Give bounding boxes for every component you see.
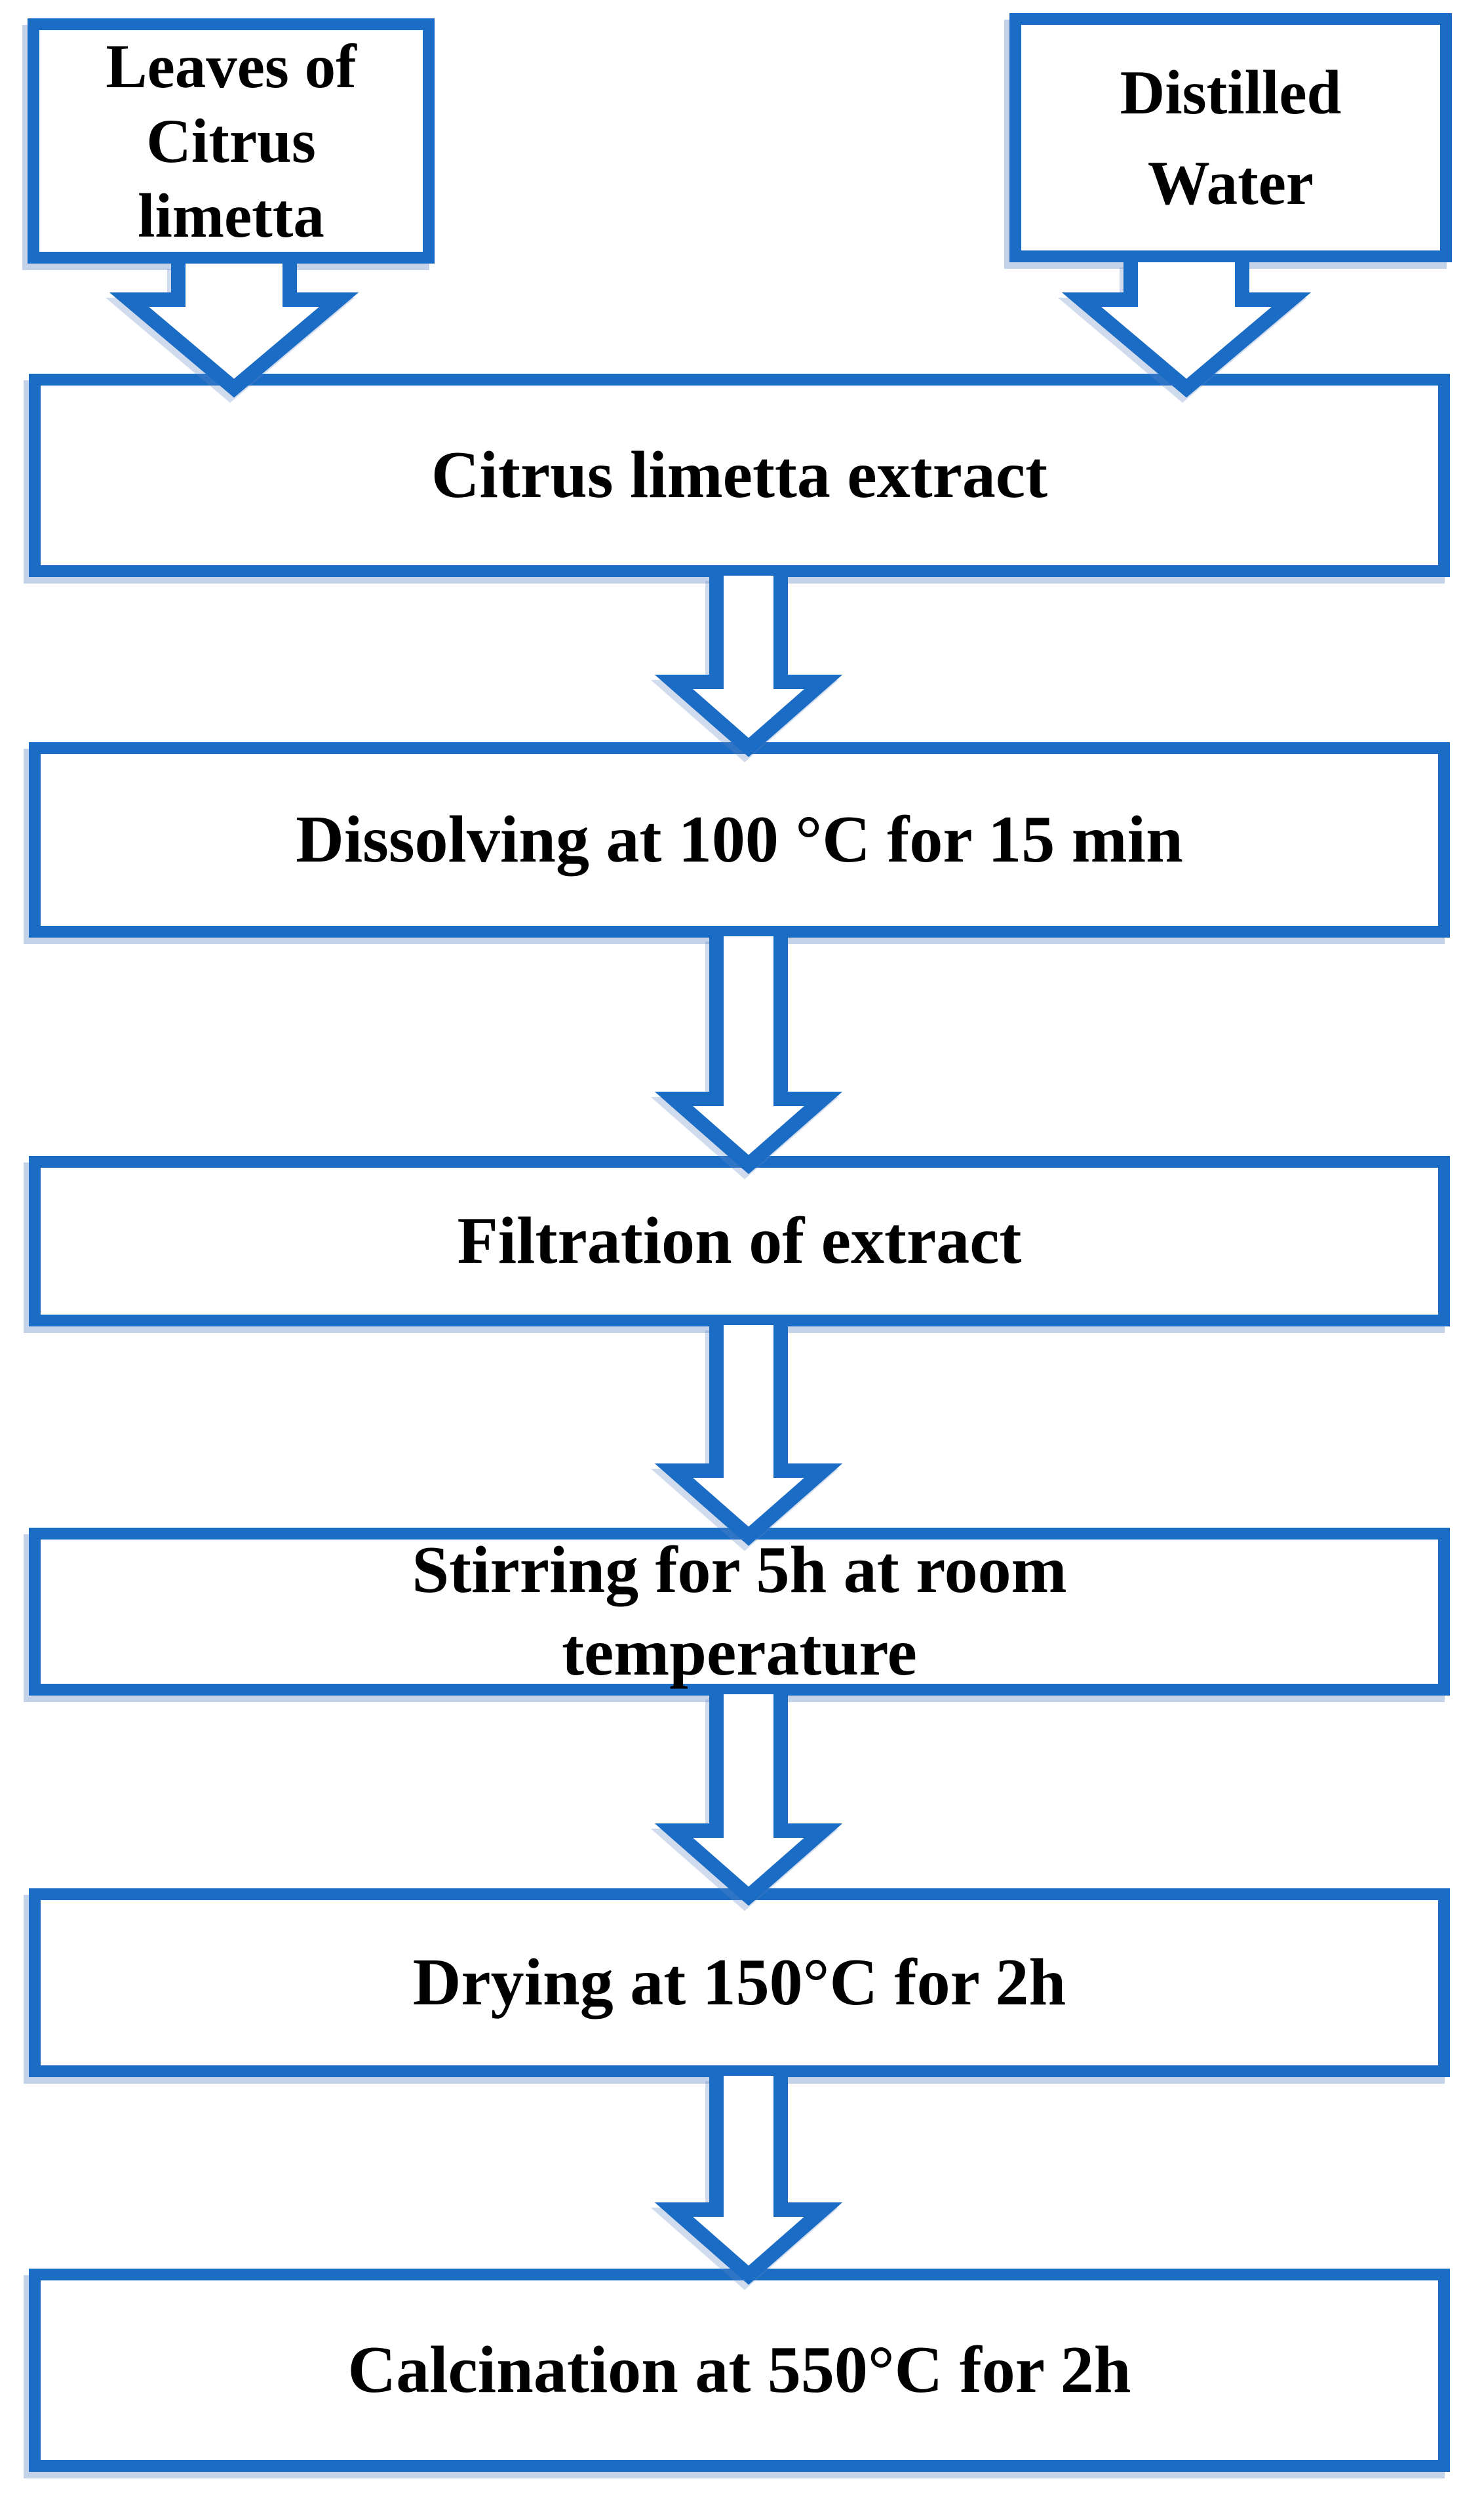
down-arrow-stirring-to-drying bbox=[654, 1694, 843, 1906]
node-label: Drying at 150°C for 2h bbox=[412, 1945, 1066, 2019]
node-filtration: Filtration of extract bbox=[29, 1156, 1450, 1326]
node-citrus-limetta-extract: Citrus limetta extract bbox=[29, 374, 1450, 577]
node-drying: Drying at 150°C for 2h bbox=[29, 1888, 1450, 2077]
node-label: Stirring for 5h at room temperature bbox=[412, 1533, 1067, 1690]
down-arrow-dissolving-to-filtration bbox=[654, 936, 843, 1174]
down-arrow-water-to-extract bbox=[1061, 262, 1312, 398]
node-label: Distilled Water bbox=[1120, 58, 1342, 218]
node-dissolving: Dissolving at 100 °C for 15 min bbox=[29, 742, 1450, 938]
node-label: Calcination at 550°C for 2h bbox=[347, 2333, 1131, 2407]
node-calcination: Calcination at 550°C for 2h bbox=[29, 2269, 1450, 2472]
node-label: Filtration of extract bbox=[457, 1204, 1022, 1278]
node-distilled-water: Distilled Water bbox=[1009, 13, 1452, 262]
node-label: Citrus limetta extract bbox=[431, 438, 1048, 512]
down-arrow-filtration-to-stirring bbox=[654, 1325, 843, 1546]
node-label: Leaves of Citrus limetta bbox=[106, 31, 357, 250]
down-arrow-leaves-to-extract bbox=[109, 264, 359, 398]
node-label: Dissolving at 100 °C for 15 min bbox=[296, 803, 1183, 877]
down-arrow-extract-to-dissolving bbox=[654, 576, 843, 757]
node-stirring: Stirring for 5h at room temperature bbox=[29, 1528, 1450, 1696]
node-leaves-of-citrus-limetta: Leaves of Citrus limetta bbox=[28, 18, 435, 264]
down-arrow-drying-to-calcination bbox=[654, 2076, 843, 2285]
